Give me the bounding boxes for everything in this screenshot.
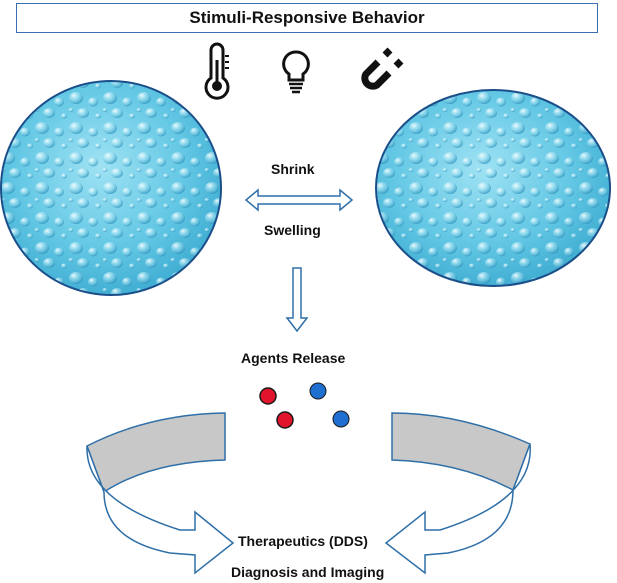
- hydrogel-left: [0, 80, 222, 296]
- cycle-arrow-right: [384, 412, 531, 575]
- shrink-swelling-arrow: [244, 188, 354, 212]
- title-box: Stimuli-Responsive Behavior: [16, 3, 598, 33]
- diagram-title: Stimuli-Responsive Behavior: [189, 8, 425, 27]
- hydrogel-right: [375, 89, 611, 287]
- swelling-label: Swelling: [264, 222, 321, 238]
- agent-red-dot: [276, 411, 294, 429]
- lightbulb-icon: [282, 50, 310, 94]
- agents-release-label: Agents Release: [241, 350, 346, 366]
- outcome-diagnosis-imaging: Diagnosis and Imaging: [231, 564, 385, 580]
- magnet-icon: [361, 47, 404, 90]
- agent-blue-dot: [309, 382, 327, 400]
- agent-red-dot: [259, 387, 277, 405]
- release-down-arrow: [285, 267, 309, 333]
- agent-blue-dot: [332, 410, 350, 428]
- shrink-label: Shrink: [271, 161, 315, 177]
- cycle-arrow-left: [86, 412, 235, 575]
- thermometer-icon: [204, 42, 230, 100]
- outcome-therapeutics: Therapeutics (DDS): [238, 533, 368, 549]
